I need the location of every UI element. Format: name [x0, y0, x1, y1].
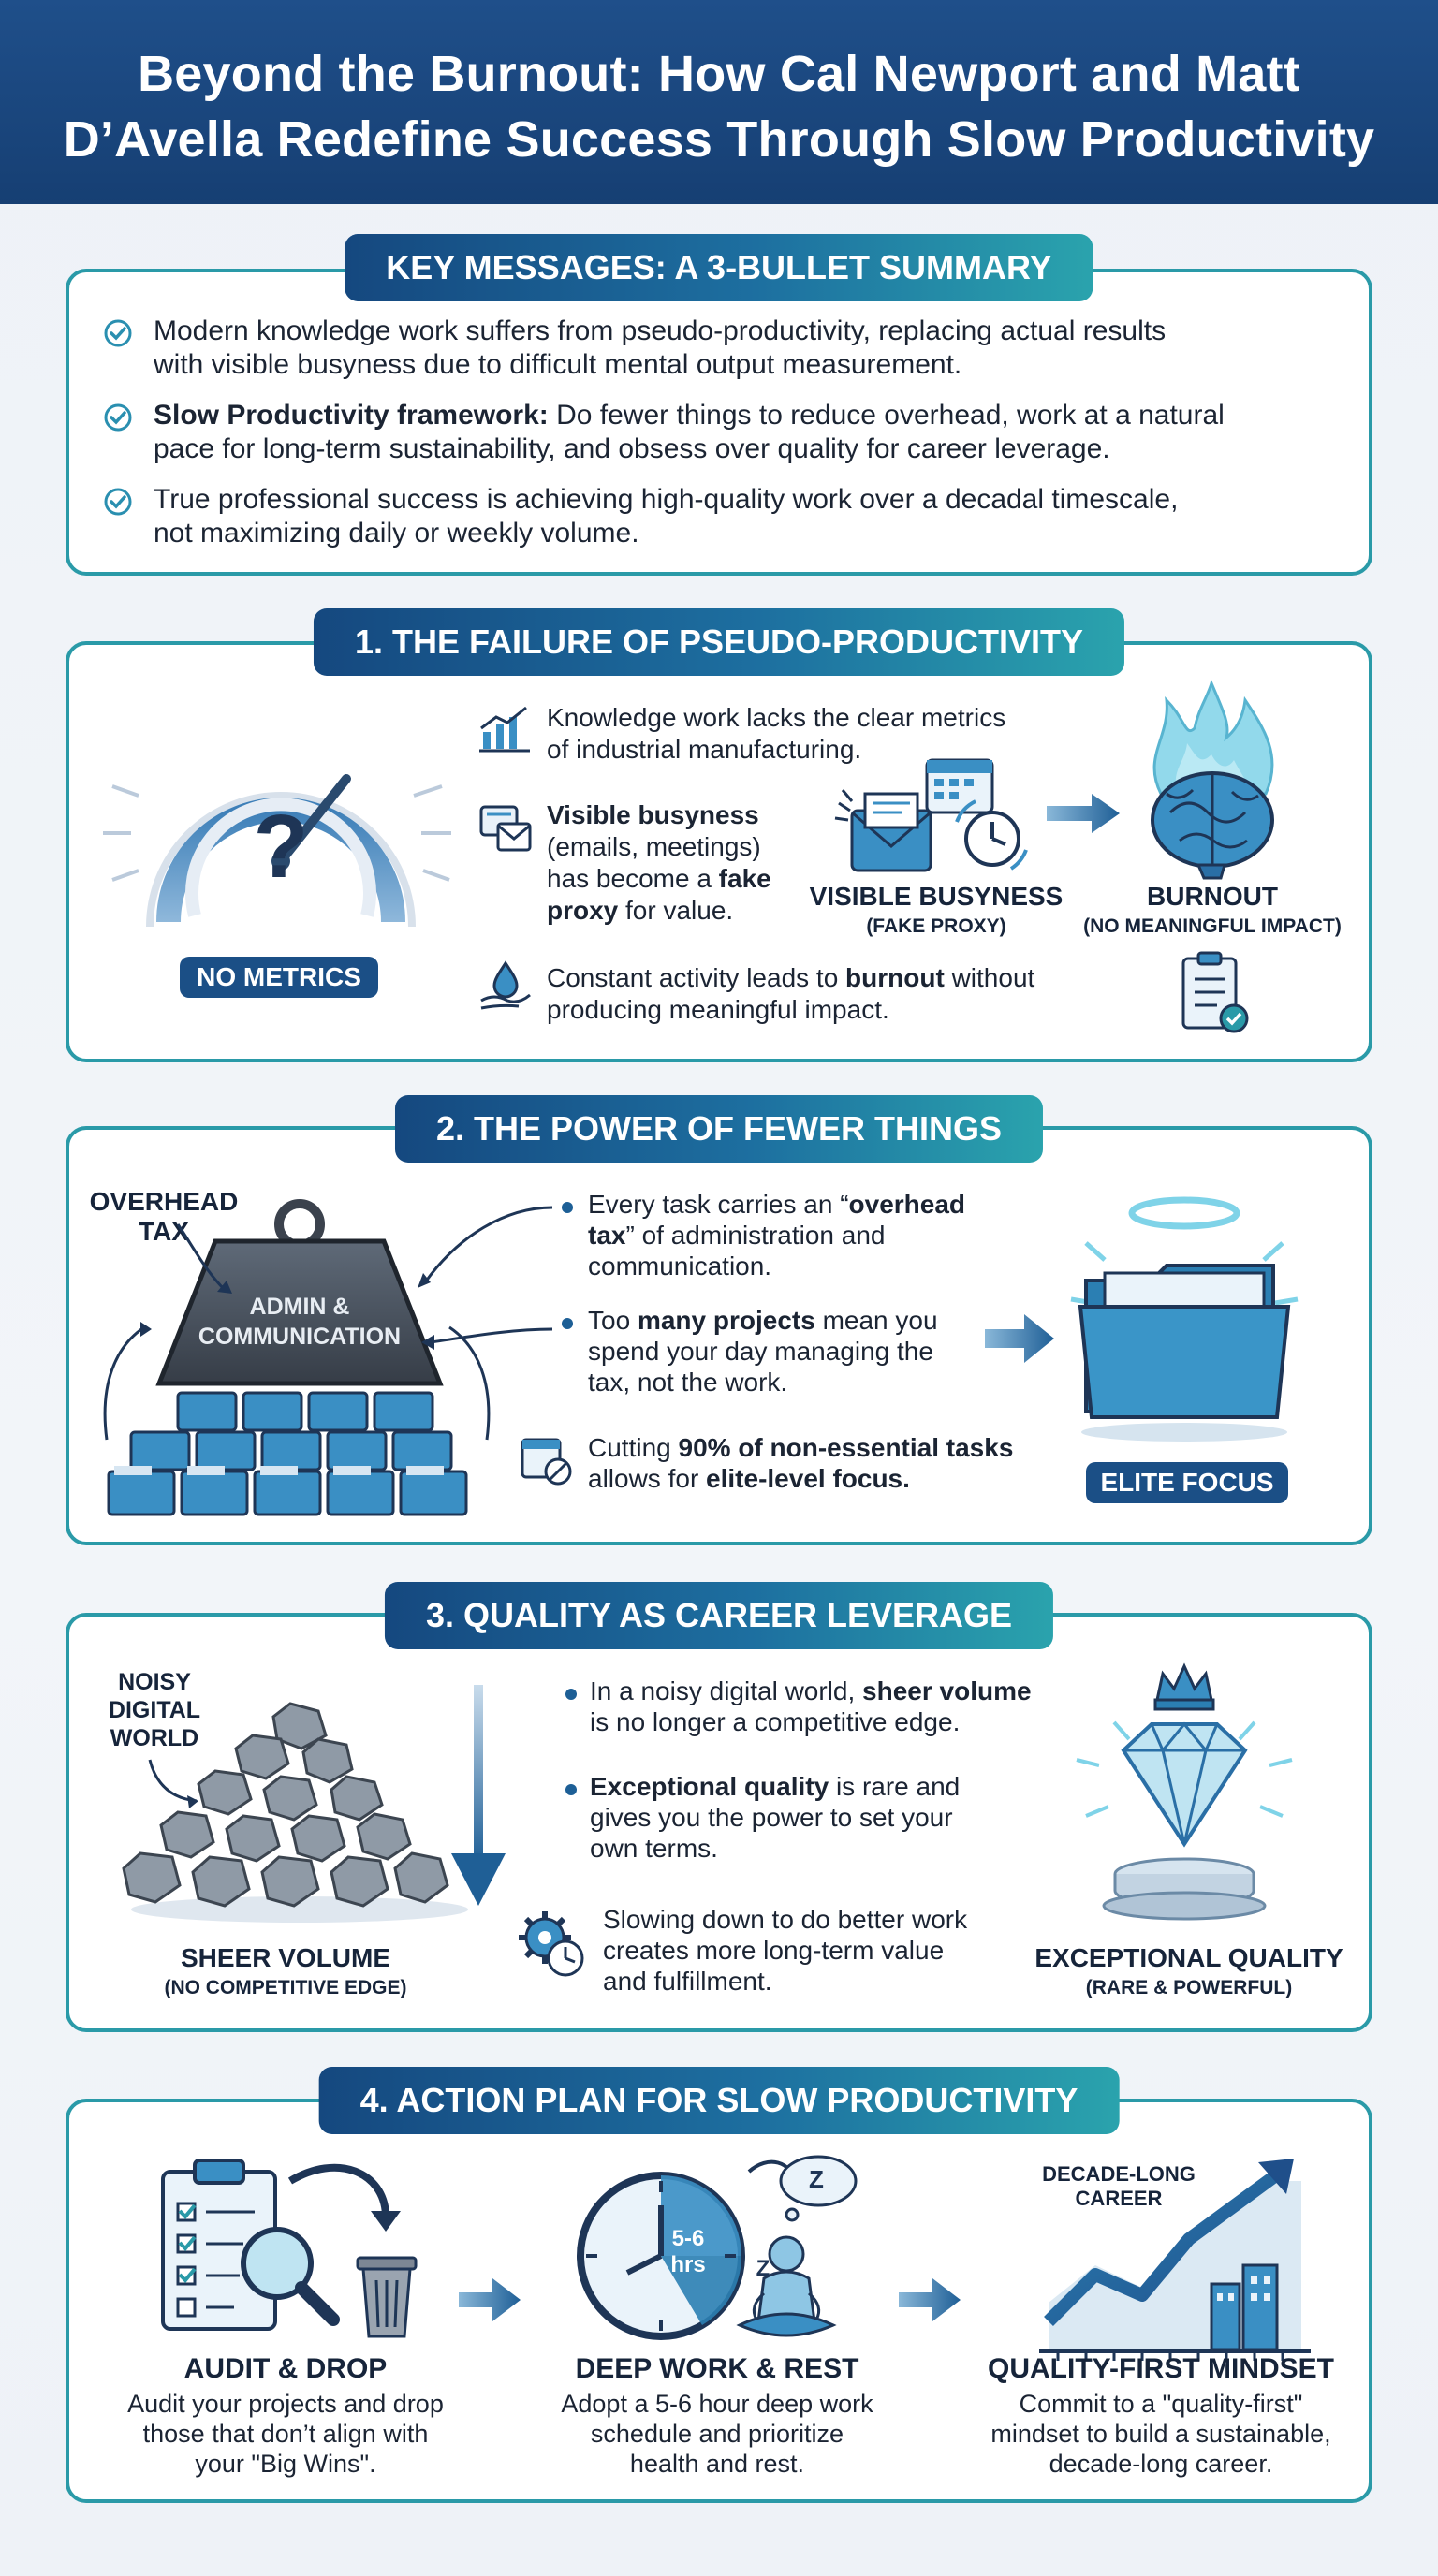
no-edge-label: (NO COMPETITIVE EDGE) — [164, 1977, 407, 1998]
hand-drop-icon — [480, 960, 531, 1010]
arrow-down-icon — [451, 1685, 506, 1906]
sheer-volume-label: SHEER VOLUME — [180, 1943, 391, 1972]
section-4-heading: 4. ACTION PLAN FOR SLOW PRODUCTIVITY — [318, 2067, 1120, 2134]
check-icon — [104, 319, 132, 347]
title-line-1: Beyond the Burnout: How Cal Newport and … — [138, 46, 1300, 102]
calendar-block-icon — [521, 1438, 572, 1486]
clock-meditation-icon — [577, 2155, 858, 2340]
burnout-label: BURNOUT — [1147, 882, 1278, 911]
rare-powerful-label: (RARE & POWERFUL) — [1085, 1977, 1293, 1998]
s1-point-3: Constant activity leads to burnout witho… — [547, 963, 1035, 1024]
step-1-title: AUDIT & DROP — [183, 2353, 388, 2384]
elite-focus-badge: ELITE FOCUS — [1086, 1462, 1288, 1503]
weight-folders-icon — [103, 1199, 491, 1516]
no-metrics-badge: NO METRICS — [180, 957, 378, 998]
decade-career-label: DECADE-LONG CAREER — [1042, 2162, 1196, 2210]
no-impact-label: (NO MEANINGFUL IMPACT) — [1083, 915, 1342, 937]
visible-busyness-label: VISIBLE BUSYNESS — [809, 882, 1064, 911]
gauge-question-mark: ? — [253, 797, 309, 897]
audit-trash-icon — [161, 2159, 418, 2338]
section-3-heading: 3. QUALITY AS CAREER LEVERAGE — [384, 1582, 1054, 1649]
bar-chart-icon — [479, 706, 530, 753]
check-icon — [104, 488, 132, 516]
summary-bullet-2: Slow Productivity framework: Do fewer th… — [154, 400, 1225, 464]
s2-point-2: Too many projects mean you spend your da… — [588, 1306, 938, 1397]
bullet-dot — [562, 1318, 573, 1329]
gear-clock-icon — [519, 1911, 584, 1977]
checklist-icon — [1181, 951, 1249, 1033]
section-2-heading: 2. THE POWER OF FEWER THINGS — [394, 1095, 1044, 1163]
s1-point-2: Visible busyness (emails, meetings) has … — [547, 800, 771, 925]
s1-point-1: Knowledge work lacks the clear metrics o… — [547, 703, 1006, 764]
s2-point-3: Cutting 90% of non-essential tasks allow… — [588, 1433, 1014, 1493]
page-title: Beyond the Burnout: How Cal Newport and … — [0, 41, 1438, 172]
rock-pile-icon — [122, 1702, 468, 1923]
s2-point-1: Every task carries an “overhead tax” of … — [588, 1190, 966, 1281]
arrow-right-icon — [459, 2278, 521, 2321]
arrow-right-icon — [985, 1314, 1054, 1363]
zzz-small: Z — [809, 2165, 824, 2193]
step-3-title: QUALITY-FIRST MINDSET — [988, 2353, 1334, 2384]
zzz-big: Z — [756, 2256, 770, 2281]
s3-point-1: In a noisy digital world, sheer volume i… — [590, 1676, 1032, 1736]
fake-proxy-label: (FAKE PROXY) — [866, 915, 1006, 937]
weight-label: ADMIN & COMMUNICATION — [198, 1294, 402, 1350]
bullet-dot — [565, 1784, 577, 1795]
s3-point-3: Slowing down to do better work creates m… — [603, 1905, 968, 1996]
summary-heading: KEY MESSAGES: A 3-BULLET SUMMARY — [345, 234, 1093, 301]
overhead-tax-label: OVERHEAD TAX — [89, 1187, 239, 1246]
burning-brain-icon — [1151, 679, 1274, 880]
step-1-text: Audit your projects and drop those that … — [127, 2390, 444, 2478]
s3-point-2: Exceptional quality is rare and gives yo… — [590, 1772, 961, 1863]
check-icon — [104, 403, 132, 432]
step-2-title: DEEP WORK & REST — [575, 2353, 859, 2384]
summary-bullet-1: Modern knowledge work suffers from pseud… — [154, 315, 1167, 380]
title-line-2: D’Avella Redefine Success Through Slow P… — [63, 111, 1375, 168]
section-1-heading: 1. THE FAILURE OF PSEUDO-PRODUCTIVITY — [313, 608, 1125, 676]
bullet-dot — [565, 1689, 577, 1700]
noisy-digital-world-label: NOISY DIGITAL WORLD — [108, 1669, 201, 1751]
arrow-right-icon — [899, 2278, 961, 2321]
step-3-text: Commit to a "quality-first" mindset to b… — [990, 2390, 1331, 2478]
gauge-icon — [103, 774, 451, 928]
clock-hours-label: 5-6 hrs — [670, 2226, 706, 2277]
pointer-arrows — [418, 1206, 553, 1350]
inbox-calendar-icon — [834, 758, 1028, 872]
exceptional-quality-label: EXCEPTIONAL QUALITY — [1034, 1943, 1343, 1972]
email-icon — [479, 805, 532, 852]
bullet-dot — [562, 1202, 573, 1213]
step-2-text: Adopt a 5-6 hour deep work schedule and … — [561, 2390, 873, 2478]
folder-halo-icon — [1070, 1196, 1299, 1442]
growth-chart-icon — [1039, 2159, 1311, 2361]
page-header: Beyond the Burnout: How Cal Newport and … — [0, 0, 1438, 204]
diamond-crown-icon — [1076, 1662, 1293, 1921]
summary-bullet-3: True professional success is achieving h… — [154, 484, 1179, 549]
arrow-right-icon — [1047, 794, 1120, 833]
